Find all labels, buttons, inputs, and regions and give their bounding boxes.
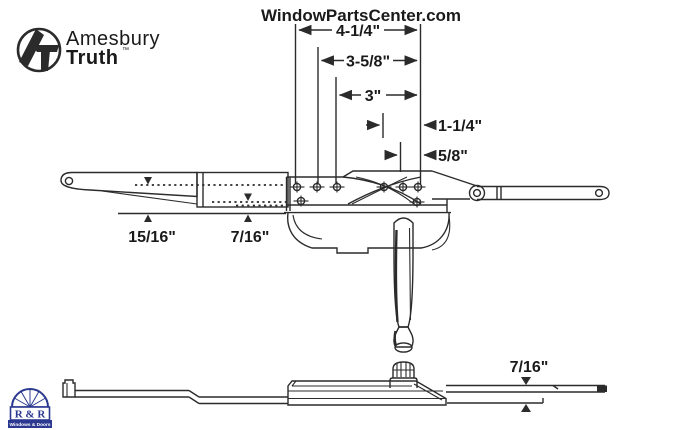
operator-mounting-track [284, 170, 478, 214]
dim-label-4-1-4: 4-1/4" [336, 23, 380, 40]
bottom-view-right-arm [446, 384, 607, 404]
amesbury-truth-monogram-icon [16, 27, 62, 73]
dim-label-3: 3" [365, 88, 381, 105]
scissor-arm-curve [347, 176, 422, 205]
operator-housing [286, 212, 451, 254]
right-link-arm [468, 184, 610, 202]
dim-label-7-16: 7/16" [231, 229, 270, 246]
amesbury-truth-logo: Amesbury Truth ™ [16, 27, 160, 73]
dim-label-7-16-bottom: 7/16" [510, 359, 549, 376]
trademark-symbol: ™ [122, 47, 129, 54]
dimension-extension-lines [294, 24, 422, 184]
rr-logo-name: R & R [15, 409, 47, 421]
dimension-15-16-7-16: 15/16" 7/16" [118, 177, 286, 246]
arched-window-icon [11, 388, 49, 408]
brand-name-line1: Amesbury [66, 28, 160, 50]
operator-bottom-view: 7/16" [62, 359, 607, 412]
dim-label-15-16: 15/16" [128, 229, 176, 246]
dimension-3-5-8: 3-5/8" [320, 54, 418, 71]
bottom-view-base [287, 380, 447, 406]
dimension-7-16-bottom: 7/16" [510, 359, 549, 412]
dimension-5-8: 5/8" [384, 148, 468, 165]
crank-handle [393, 217, 414, 353]
site-title: WindowPartsCenter.com [261, 6, 461, 25]
left-link-arm [60, 171, 289, 208]
dim-label-1-1-4: 1-1/4" [438, 118, 482, 135]
rr-logo-tagline: Windows & Doors [10, 422, 51, 428]
rr-windows-doors-logo: R & R Windows & Doors [8, 388, 52, 428]
dimension-1-1-4: 1-1/4" [366, 118, 482, 135]
bottom-view-left-arm [62, 379, 288, 405]
dim-label-3-5-8: 3-5/8" [346, 54, 390, 71]
dim-label-5-8: 5/8" [438, 148, 468, 165]
brand-name-line2: Truth [66, 47, 119, 69]
folded-crank-knob [389, 361, 418, 388]
dimension-4-1-4: 4-1/4" [298, 23, 418, 40]
dimension-3: 3" [338, 88, 418, 105]
